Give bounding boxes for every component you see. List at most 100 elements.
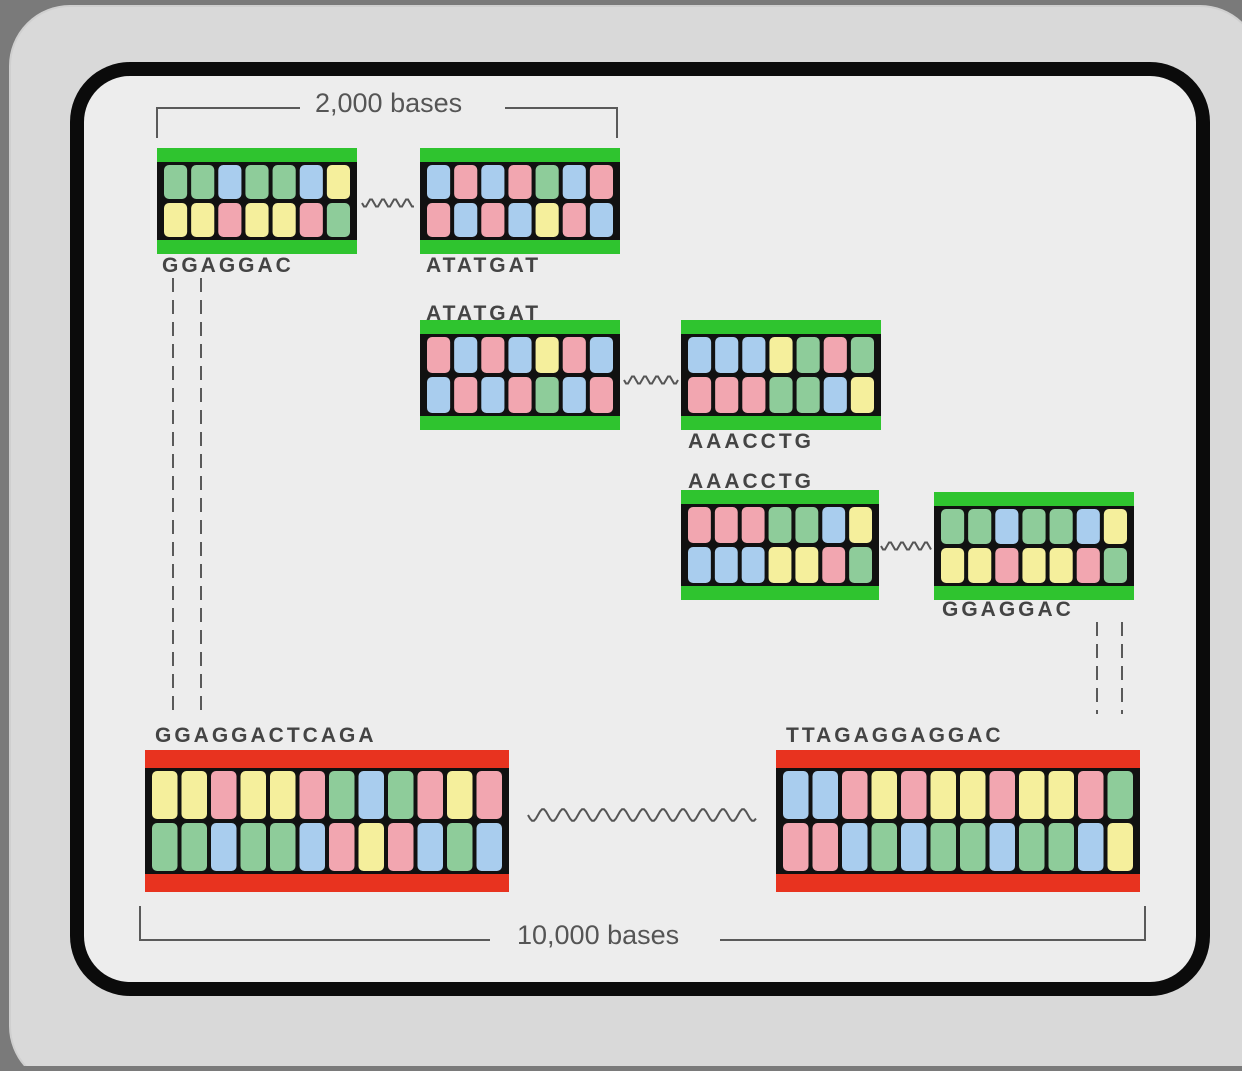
read3-left-block-body [681, 490, 879, 600]
read1-gap-squiggle [361, 198, 414, 208]
read2-left-block-base-bottom-5 [562, 377, 586, 413]
read3-right-block-body [934, 492, 1134, 600]
read3-right-block-base-bottom-2 [995, 548, 1019, 583]
read2-left-block-base-top-3 [508, 337, 532, 373]
long-read-right-block-base-top-9 [1048, 771, 1074, 819]
long-read-left-block-base-top-11 [476, 771, 502, 819]
long-read-left-block-base-bottom-0 [152, 823, 178, 871]
read2-gap-squiggle [623, 375, 679, 385]
read2-right-block-base-top-1 [715, 337, 739, 373]
long-read-left-block-base-bottom-9 [417, 823, 443, 871]
read2-left-block-base-bottom-6 [589, 377, 613, 413]
read1-left-block-base-bottom-2 [218, 203, 242, 237]
read3-right-seq: GGAGGAC [942, 598, 1074, 621]
read2-left-block-base-top-5 [562, 337, 586, 373]
read1-right-block-base-bottom-0 [427, 203, 451, 237]
read3-left-block-band-top [681, 490, 879, 504]
scale-bracket-bottom [139, 906, 1146, 941]
read1-left-block-base-top-0 [164, 165, 188, 199]
long-read-right-block-base-bottom-7 [989, 823, 1015, 871]
read3-left-block-base-top-2 [741, 507, 765, 543]
read3-left-block-base-bottom-0 [688, 547, 711, 583]
read2-right-block-base-bottom-1 [715, 377, 739, 413]
long-read-left-block-base-bottom-1 [181, 823, 207, 871]
long-read-left-block-base-top-5 [299, 771, 325, 819]
long-read-right-block-base-top-10 [1078, 771, 1104, 819]
read3-left-block-base-bottom-3 [768, 547, 792, 583]
read2-right-seq: AAACCTG [688, 430, 814, 453]
long-read-right-block-base-bottom-9 [1048, 823, 1074, 871]
scale-label-bottom: 10,000 bases [507, 920, 690, 951]
read1-right-block-base-bottom-3 [508, 203, 532, 237]
read1-left-block-base-bottom-6 [326, 203, 350, 237]
long-read-right-block-base-top-1 [812, 771, 838, 819]
read2-right-block-base-top-0 [688, 337, 712, 373]
long-read-right-block-base-bottom-4 [901, 823, 927, 871]
read2-right-block-base-top-3 [769, 337, 793, 373]
long-read-left-block-base-bottom-5 [299, 823, 325, 871]
long-read-left-block-band-top [145, 750, 509, 768]
read3-left-block-base-bottom-6 [849, 547, 872, 583]
read3-left-block-base-bottom-1 [714, 547, 738, 583]
long-read-right-block-base-bottom-10 [1078, 823, 1104, 871]
read3-right-block-band-bottom [934, 586, 1134, 600]
read2-left-block [420, 320, 620, 430]
long-read-right-block-base-top-11 [1107, 771, 1133, 819]
read3-left-block-base-bottom-5 [822, 547, 846, 583]
long-read-right-block-base-bottom-5 [930, 823, 956, 871]
read1-right-block-base-top-6 [589, 165, 613, 199]
long-read-right-block-base-top-6 [960, 771, 986, 819]
long-read-left-block-band-bottom [145, 874, 509, 892]
read1-left-block-body [157, 148, 357, 254]
long-read-left-block-base-top-0 [152, 771, 178, 819]
read2-left-block-base-top-2 [481, 337, 505, 373]
read3-left-block-base-top-0 [688, 507, 711, 543]
read1-left-block-base-top-2 [218, 165, 242, 199]
read3-left-block-base-top-1 [714, 507, 738, 543]
long-read-right-block-band-top [776, 750, 1140, 768]
long-read-right-block-band-bottom [776, 874, 1140, 892]
read1-right-block-base-top-4 [535, 165, 559, 199]
read1-left-block-base-top-5 [299, 165, 323, 199]
read2-right-block-base-bottom-2 [742, 377, 766, 413]
read1-left-block-base-bottom-4 [272, 203, 296, 237]
long-read-left-block-base-bottom-3 [240, 823, 266, 871]
long-read-gap-squiggle [527, 808, 757, 822]
read1-right-block-base-top-0 [427, 165, 451, 199]
read1-left-block-base-bottom-3 [245, 203, 269, 237]
long-read-right-seq: TTAGAGGAGGAC [786, 724, 1004, 747]
read2-left-block-base-top-6 [589, 337, 613, 373]
read3-right-block-base-bottom-6 [1103, 548, 1127, 583]
read2-left-block-base-bottom-0 [427, 377, 451, 413]
read1-right-block-band-top [420, 148, 620, 162]
long-read-right-block-base-bottom-8 [1019, 823, 1045, 871]
long-read-right-block [776, 750, 1140, 892]
read3-left-block-band-bottom [681, 586, 879, 600]
long-read-left-block-base-top-9 [417, 771, 443, 819]
read1-left-block-base-bottom-5 [299, 203, 323, 237]
long-read-left-block-base-top-6 [329, 771, 355, 819]
scale-label-top: 2,000 bases [305, 88, 473, 119]
long-read-right-block-base-top-0 [783, 771, 809, 819]
long-read-left-block-base-top-4 [270, 771, 296, 819]
read2-right-block-base-top-4 [796, 337, 820, 373]
long-read-left-block-base-bottom-7 [358, 823, 384, 871]
read1-left-block-base-top-3 [245, 165, 269, 199]
read1-left-block-base-top-6 [326, 165, 350, 199]
read1-right-block-base-top-5 [562, 165, 586, 199]
read3-gap-squiggle [880, 541, 932, 551]
read3-right-block-band-top [934, 492, 1134, 506]
read3-left-block [681, 490, 879, 600]
read3-right-block-base-bottom-4 [1049, 548, 1073, 583]
long-read-left-block [145, 750, 509, 892]
read3-left-seq: AAACCTG [688, 470, 814, 493]
read1-right-block-base-bottom-6 [589, 203, 613, 237]
read3-left-block-base-bottom-4 [795, 547, 819, 583]
guide-lines [139, 107, 1146, 941]
read3-right-block-base-top-6 [1103, 509, 1127, 544]
read3-left-block-base-top-3 [768, 507, 792, 543]
read3-right-block-base-bottom-0 [941, 548, 965, 583]
long-read-left-block-base-bottom-11 [476, 823, 502, 871]
read2-left-block-base-top-4 [535, 337, 559, 373]
